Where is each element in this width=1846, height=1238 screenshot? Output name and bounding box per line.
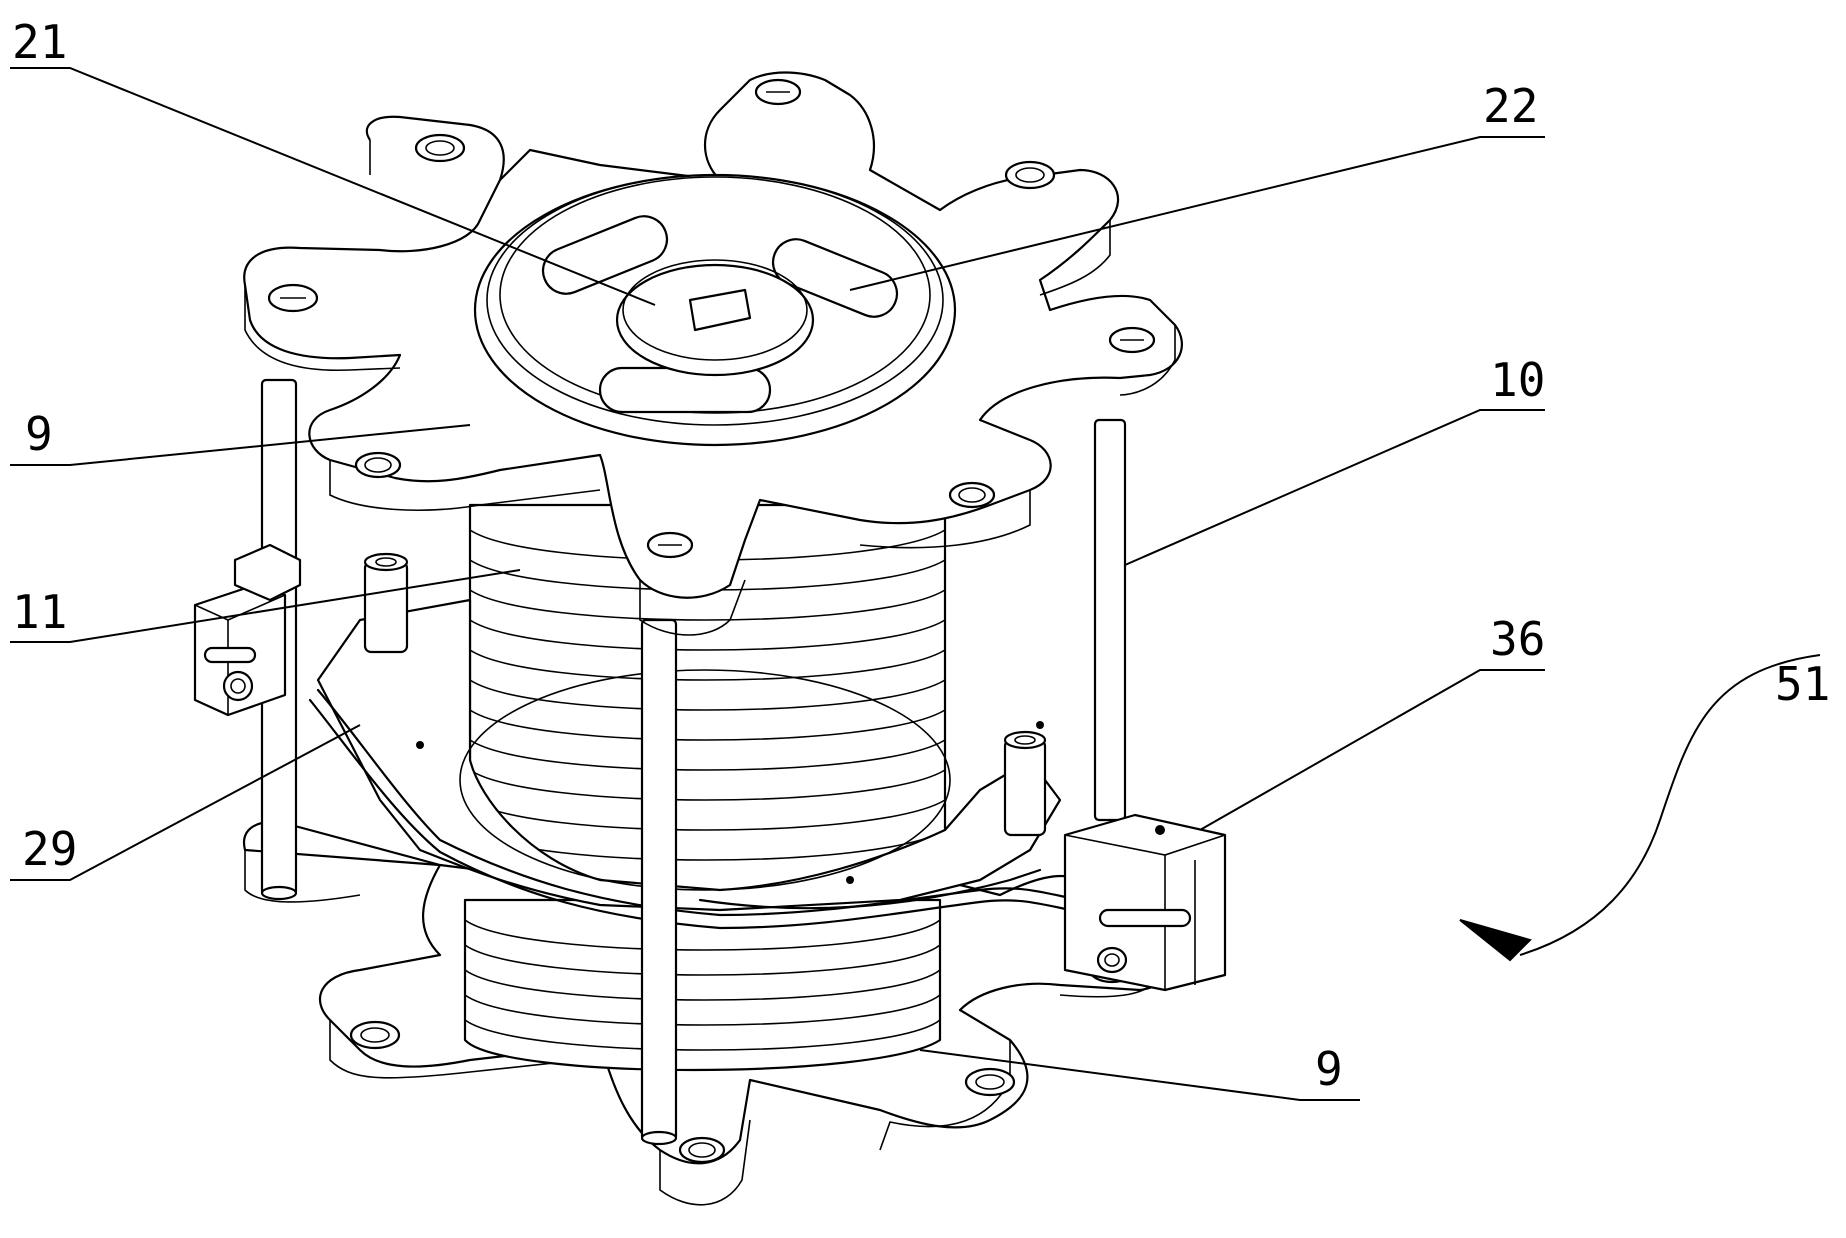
label-36: 36 [1490,612,1545,666]
right-terminal-block [1063,813,1227,992]
left-terminal-block [193,543,302,717]
support-rods [260,378,1127,1146]
label-51: 51 [1775,657,1830,711]
leader-lines [10,67,1545,1101]
label-9-bottom: 9 [1315,1042,1343,1096]
label-10: 10 [1490,353,1545,407]
top-hub-disc [473,173,957,447]
label-9-top: 9 [25,407,53,461]
left-post [363,552,409,654]
label-11: 11 [12,585,67,639]
spring-stack-lower [463,898,942,1072]
brush-wire [308,688,1082,930]
assembly-arrow [1459,654,1821,962]
callout-labels: 21 22 9 10 11 36 29 51 9 [12,15,1830,1096]
label-22: 22 [1483,79,1538,133]
label-29: 29 [22,822,77,876]
spring-stack-upper [468,503,947,895]
right-post [1003,730,1047,837]
label-21: 21 [12,15,67,69]
